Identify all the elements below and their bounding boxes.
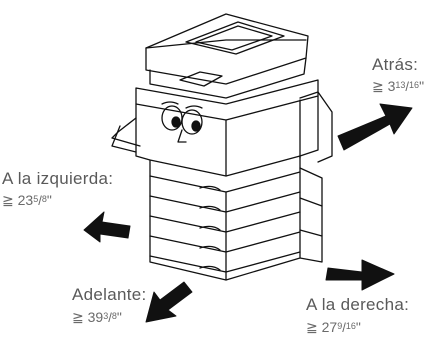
- label-back-title: Atrás:: [372, 55, 419, 74]
- arrow-back-icon: [337, 103, 413, 151]
- arrow-front-icon: [145, 281, 193, 323]
- label-front-value: ≧ 393/8": [72, 309, 122, 325]
- copier-front: [135, 95, 319, 177]
- output-tray: [111, 117, 141, 147]
- arrow-right-icon: [325, 259, 395, 291]
- arrow-left-icon: [83, 211, 131, 243]
- label-right-title: A la derecha:: [306, 295, 410, 314]
- label-front-title: Adelante:: [72, 285, 147, 304]
- label-right-value: ≧ 279/16": [306, 319, 361, 335]
- label-back-value: ≧ 313/16": [372, 78, 425, 94]
- label-left-title: A la izquierda:: [2, 169, 114, 188]
- label-left-value: ≧ 235/8": [2, 192, 52, 208]
- right-eye: [181, 109, 203, 135]
